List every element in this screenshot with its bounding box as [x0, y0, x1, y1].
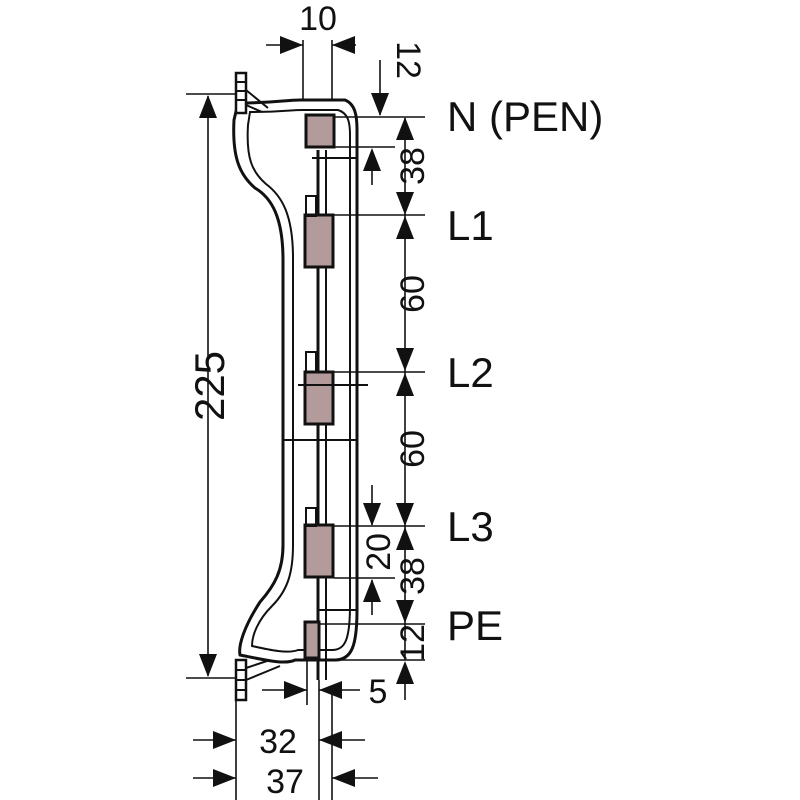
- dim-n-l1: 38: [394, 147, 432, 185]
- contact-n: [304, 113, 336, 149]
- label-l2: L2: [447, 349, 494, 396]
- housing-outline: [232, 98, 359, 664]
- dim-bottom-gap: 5: [369, 673, 388, 711]
- dim-l3-pe: 38: [394, 557, 432, 595]
- dim-l1-l2: 60: [394, 275, 432, 313]
- label-l3: L3: [447, 503, 494, 550]
- contact-pe: [303, 620, 321, 660]
- label-l1: L1: [447, 202, 494, 249]
- label-n-pen: N (PEN): [447, 93, 603, 140]
- dim-overall-height: 225: [186, 351, 233, 421]
- dim-bottom-offset: 12: [394, 624, 432, 662]
- contact-l1: [303, 213, 335, 269]
- contact-l2: [303, 370, 335, 426]
- contact-l3: [303, 523, 335, 579]
- dim-width-inner: 32: [259, 723, 297, 761]
- dim-l3-offset: 20: [360, 533, 398, 571]
- dim-top-offset: 12: [389, 41, 427, 79]
- dim-width-outer: 37: [266, 763, 304, 800]
- top-mounting-lug: [234, 71, 248, 115]
- housing-inner-contour: [246, 109, 351, 653]
- bottom-lug-bracket: [245, 659, 281, 681]
- label-pe: PE: [447, 602, 503, 649]
- dim-top-width: 10: [299, 0, 337, 38]
- top-lug-bracket: [245, 89, 269, 113]
- dim-l2-l3: 60: [394, 430, 432, 468]
